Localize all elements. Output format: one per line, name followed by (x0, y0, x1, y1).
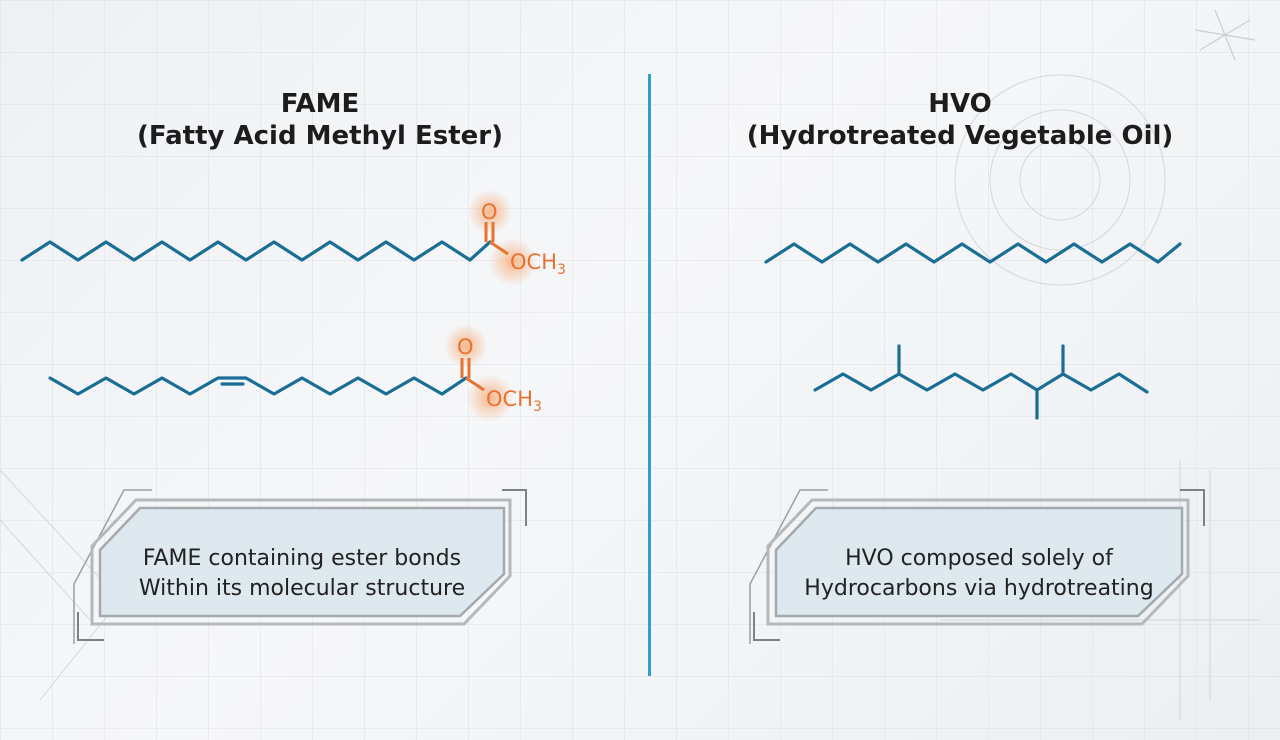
fame-callout-frame (73, 489, 527, 644)
fame-callout: FAME containing ester bonds Within its m… (72, 486, 532, 646)
ester-och3-label-2: OCH3 (486, 387, 542, 415)
fame-panel: FAME (Fatty Acid Methyl Ester) (0, 88, 640, 152)
fame-caption: FAME containing ester bonds Within its m… (72, 494, 532, 654)
center-divider (648, 74, 651, 676)
hvo-branched-molecule (813, 344, 1149, 420)
ester-oxygen-label: O (481, 200, 498, 224)
fame-caption-line1: FAME containing ester bonds (142, 546, 462, 571)
hvo-panel: HVO (Hydrotreated Vegetable Oil) (640, 0, 1280, 740)
hvo-title-full: (Hydrotreated Vegetable Oil) (746, 121, 1174, 151)
snowflake-icon (1194, 9, 1256, 61)
fame-unsaturated-chain (48, 376, 468, 396)
hvo-caption-line1: HVO composed solely of (845, 546, 1113, 571)
ester-och3-label: OCH3 (510, 250, 566, 278)
ester-glow-bottom (444, 324, 488, 368)
fame-caption-line2: Within its molecular structure (138, 576, 466, 601)
hvo-branched-chain (813, 372, 1149, 394)
fame-title: FAME (Fatty Acid Methyl Ester) (0, 88, 640, 152)
fame-unsaturated-molecule: O OCH3 (48, 324, 542, 422)
fame-title-abbr: FAME (280, 89, 360, 119)
hvo-title-abbr: HVO (928, 89, 992, 119)
hvo-caption-line2: Hydrocarbons via hydrotreating (804, 576, 1154, 601)
fame-saturated-chain (20, 240, 492, 262)
hvo-callout-frame (749, 489, 1205, 644)
hvo-linear-chain (764, 242, 1182, 264)
ester-oxygen-label-2: O (457, 335, 474, 359)
hvo-caption: HVO composed solely of Hydrocarbons via … (748, 494, 1210, 654)
fame-title-full: (Fatty Acid Methyl Ester) (137, 121, 503, 151)
hvo-callout: HVO composed solely of Hydrocarbons via … (748, 486, 1210, 646)
hvo-title: HVO (Hydrotreated Vegetable Oil) (640, 88, 1280, 152)
fame-saturated-molecule: O OCH3 (20, 190, 566, 286)
ester-glow-top (468, 190, 512, 234)
